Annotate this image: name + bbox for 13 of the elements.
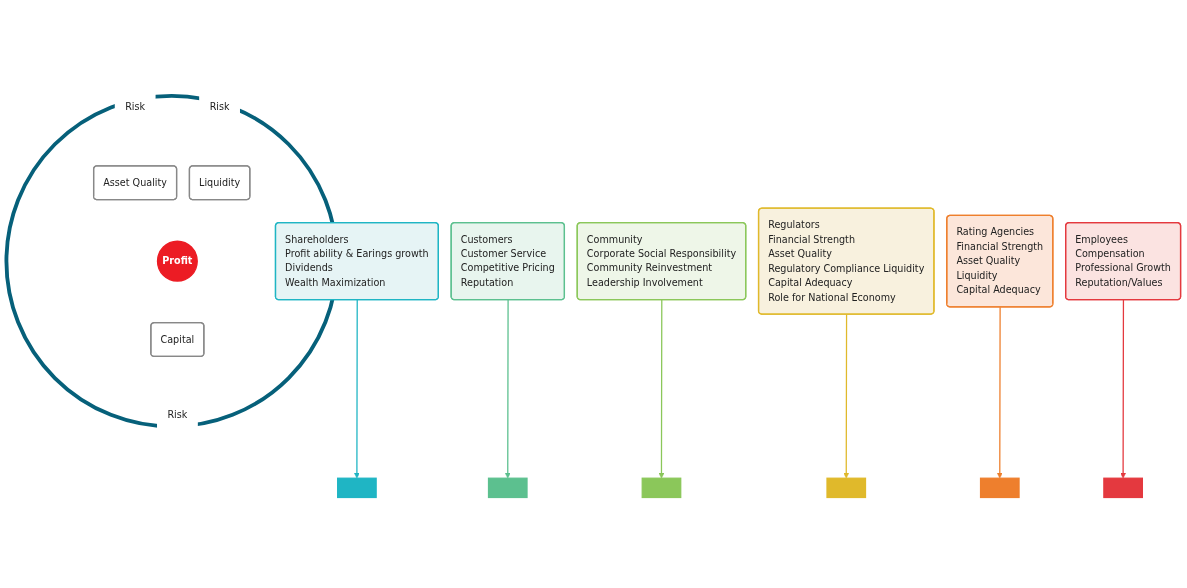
node-bar — [641, 477, 682, 499]
arrow — [997, 306, 1003, 479]
arrow — [354, 299, 360, 479]
node-bar — [979, 477, 1020, 499]
arrow — [843, 313, 850, 479]
node-bar — [337, 477, 377, 499]
node-circle: Profit — [156, 240, 198, 282]
arrow — [1120, 299, 1126, 479]
arrow — [658, 299, 665, 479]
node-bar — [487, 477, 528, 499]
node-bar — [1103, 477, 1143, 499]
arrow — [504, 299, 511, 479]
node-bar — [826, 477, 867, 499]
